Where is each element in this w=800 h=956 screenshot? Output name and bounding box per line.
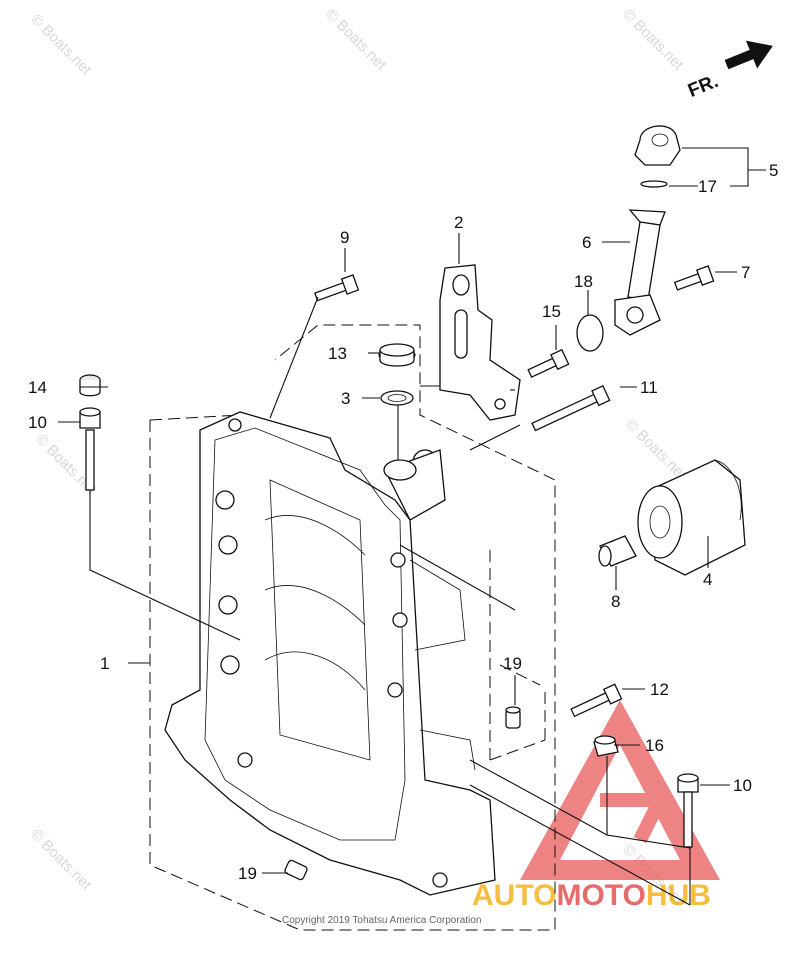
callout-15: 15 <box>542 302 561 321</box>
seal-cap-part <box>378 343 416 367</box>
dipstick-cap-part <box>634 125 681 188</box>
front-label: FR. <box>685 71 721 102</box>
callout-17: 17 <box>698 177 717 196</box>
bolt-16 <box>593 735 619 757</box>
cylinder-block <box>164 411 496 896</box>
watermark-2: © Boats.net <box>322 6 390 74</box>
brand-triangle <box>520 700 720 880</box>
cap-part <box>79 374 101 397</box>
front-direction-indicator: FR. <box>685 40 773 102</box>
o-ring-part <box>380 390 414 406</box>
brand-text: AUTOMOTOHUB <box>472 879 711 912</box>
ring-part-18 <box>576 314 604 352</box>
callout-labels: 1 2 3 4 5 6 7 8 9 10 10 11 12 13 14 15 1… <box>28 161 778 883</box>
bolt-left <box>79 407 101 491</box>
bolt-12 <box>570 683 623 718</box>
callout-8: 8 <box>611 592 620 611</box>
watermark-3: © Boats.net <box>619 6 687 74</box>
brand-logo: AUTOMOTOHUB <box>472 700 720 912</box>
bolt-11 <box>531 384 611 432</box>
fitting-part-8 <box>598 535 637 567</box>
callout-19-lower: 19 <box>238 864 257 883</box>
callout-9: 9 <box>340 228 349 247</box>
watermark-1: © Boats.net <box>27 11 95 79</box>
callout-13: 13 <box>328 344 347 363</box>
copyright-text: Copyright 2019 Tohatsu America Corporati… <box>282 915 481 926</box>
bolt-15 <box>527 348 570 378</box>
callout-11: 11 <box>640 378 658 397</box>
callout-14: 14 <box>28 378 47 397</box>
callout-2: 2 <box>454 213 463 232</box>
brand-auto: AUTO <box>472 879 556 912</box>
leader-lines <box>58 147 766 906</box>
front-arrow-icon <box>724 40 773 70</box>
brand-moto: MOTO <box>556 879 645 912</box>
callout-12: 12 <box>650 680 669 699</box>
callout-16: 16 <box>645 736 664 755</box>
callout-18: 18 <box>574 272 593 291</box>
dipstick-tube-part <box>614 209 666 336</box>
callout-1: 1 <box>100 654 109 673</box>
callout-19-upper: 19 <box>503 654 522 673</box>
bolt-9 <box>314 274 360 302</box>
callout-5: 5 <box>769 161 778 180</box>
brand-hub: HUB <box>646 879 711 912</box>
assembly-outline <box>149 324 556 931</box>
callout-4: 4 <box>703 570 712 589</box>
callout-10-right: 10 <box>733 776 752 795</box>
callout-10-left: 10 <box>28 413 47 432</box>
oil-filter-part <box>637 459 746 576</box>
dowel-pin-lower <box>284 859 308 881</box>
callout-6: 6 <box>582 233 591 252</box>
callout-3: 3 <box>341 389 350 408</box>
dowel-pin-upper <box>505 706 521 729</box>
watermark-4: © Boats.net <box>622 416 690 484</box>
o-ring-17 <box>640 180 668 188</box>
callout-7: 7 <box>741 263 750 282</box>
bolt-7 <box>673 265 715 291</box>
watermark-6: © Boats.net <box>27 826 95 894</box>
bolt-right <box>677 773 699 848</box>
bracket-part <box>439 264 521 421</box>
